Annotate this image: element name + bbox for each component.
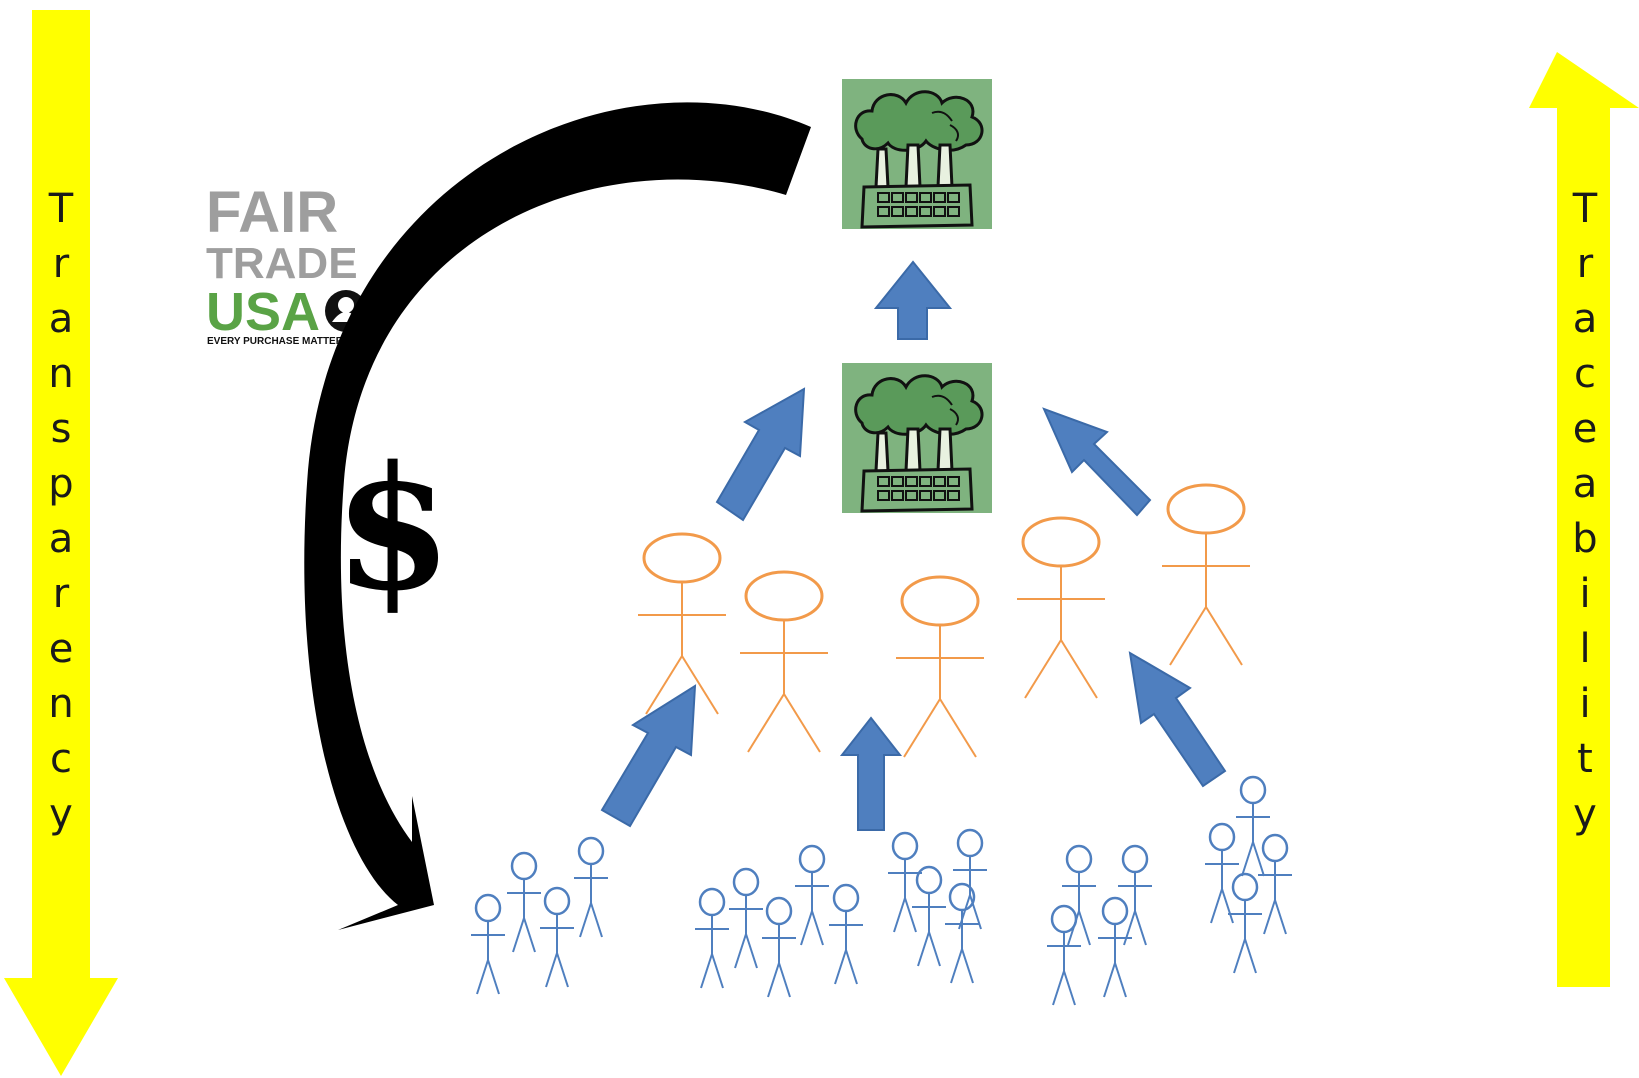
worker-figure <box>943 882 981 985</box>
worker-figure <box>572 836 610 939</box>
money-return-arrow <box>304 102 811 931</box>
worker-figure <box>793 844 831 947</box>
factory-middle <box>840 361 994 515</box>
middleman-figure <box>894 575 986 759</box>
worker-figure <box>1096 896 1134 999</box>
transparency-arrow <box>4 10 118 1076</box>
arrow-workers-to-center-middlemen <box>839 716 903 831</box>
flow-arrows <box>600 260 1227 831</box>
worker-figure <box>760 896 798 999</box>
worker-figure <box>1116 844 1154 947</box>
factory-icon <box>840 77 994 231</box>
logo-line-trade: TRADE <box>206 239 358 288</box>
logo-tagline: EVERY PURCHASE MATTERS <box>207 336 350 347</box>
worker-figure <box>1256 833 1294 936</box>
worker-figure <box>1060 844 1098 947</box>
worker-figure <box>727 867 765 970</box>
worker-figure <box>1226 872 1264 975</box>
worker-figure <box>505 851 543 954</box>
worker-figure <box>951 828 989 931</box>
arrow-left-middleman-to-factory <box>715 387 806 522</box>
middleman-figure <box>1015 516 1107 700</box>
dollar-icon: $ <box>334 429 452 629</box>
arrow-to-top-factory <box>873 260 953 340</box>
worker-figure <box>538 886 576 989</box>
worker-figure <box>827 883 865 986</box>
worker-figure <box>1234 775 1272 878</box>
logo-line-fair: FAIR <box>206 180 338 245</box>
arrow-right-middleman-to-factory <box>1042 407 1152 517</box>
worker-figure <box>693 887 731 990</box>
worker-figure <box>1203 822 1241 925</box>
worker-figure <box>1045 904 1083 1007</box>
middleman-figure <box>738 570 830 754</box>
worker-figure <box>910 865 948 968</box>
factory-icon <box>840 361 994 515</box>
middleman-figure <box>1160 483 1252 667</box>
logo-line-usa: USA <box>206 282 320 342</box>
fair-trade-usa-logo: FAIR TRADE USA EVERY PURCHASE MATTERS <box>206 180 367 347</box>
traceability-arrow <box>1529 52 1639 987</box>
arrow-workers-to-left-middlemen <box>600 684 697 828</box>
worker-figure <box>469 893 507 996</box>
arrow-workers-to-right-middlemen <box>1128 651 1227 788</box>
middleman-figure <box>636 532 728 716</box>
factory-top <box>840 77 994 231</box>
